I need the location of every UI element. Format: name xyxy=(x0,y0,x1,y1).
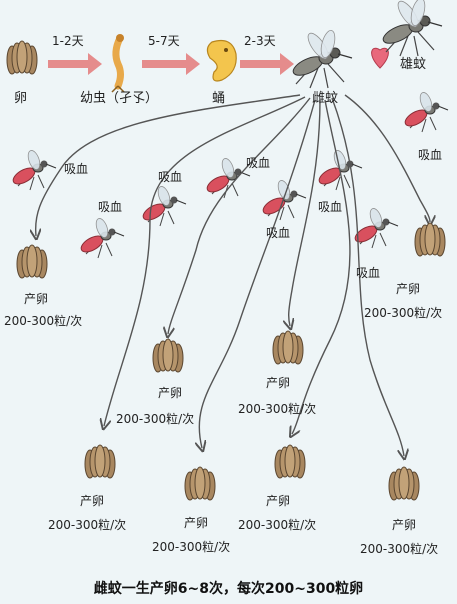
label-per-batch: 200-300粒/次 xyxy=(238,518,317,532)
egg-icon xyxy=(6,40,38,75)
label-lay-eggs: 产卵 xyxy=(24,292,49,306)
label-per-batch: 200-300粒/次 xyxy=(116,412,195,426)
label-lay-eggs: 产卵 xyxy=(396,282,421,296)
label-lay-eggs: 产卵 xyxy=(266,494,291,508)
label-blood-meal: 吸血 xyxy=(318,200,343,214)
label-lay-eggs: 产卵 xyxy=(266,376,291,390)
label-per-batch: 200-300粒/次 xyxy=(152,540,231,554)
label-per-batch: 200-300粒/次 xyxy=(4,314,83,328)
label-lay-eggs: 产卵 xyxy=(184,516,209,530)
egg-cluster-icon xyxy=(388,466,420,501)
label-lay-eggs: 产卵 xyxy=(158,386,183,400)
blood-mosquito-icon xyxy=(140,184,187,227)
blood-mosquito-icon xyxy=(402,90,449,133)
label-blood-meal: 吸血 xyxy=(158,170,183,184)
male-mosquito-icon xyxy=(379,0,443,57)
egg-cluster-icon xyxy=(152,338,184,373)
blood-mosquito-icon xyxy=(352,206,399,249)
footer-caption: 雌蚊一生产卵6~8次，每次200~300粒卵 xyxy=(93,581,364,597)
lifecycle-arrows xyxy=(36,94,430,456)
label-lay-eggs: 产卵 xyxy=(392,518,417,532)
label-blood-meal: 吸血 xyxy=(246,156,271,170)
egg-cluster-icon xyxy=(84,444,116,479)
label-blood-meal: 吸血 xyxy=(98,200,123,214)
label-duration-egg: 1-2天 xyxy=(52,34,84,48)
label-larva: 幼虫（孑孓） xyxy=(80,91,159,106)
label-blood-meal: 吸血 xyxy=(356,266,381,280)
arrow-pupa-to-adult xyxy=(240,53,294,75)
label-egg: 卵 xyxy=(14,91,28,106)
egg-cluster-icon xyxy=(184,466,216,501)
blood-mosquito-icon xyxy=(78,216,125,259)
label-pupa: 蛹 xyxy=(212,91,226,106)
label-duration-larva: 5-7天 xyxy=(148,34,180,48)
blood-mosquito-icon xyxy=(10,148,57,191)
label-per-batch: 200-300粒/次 xyxy=(360,542,439,556)
egg-cluster-icon xyxy=(272,330,304,365)
label-per-batch: 200-300粒/次 xyxy=(364,306,443,320)
egg-cluster-icon xyxy=(414,222,446,257)
label-male: 雄蚊 xyxy=(400,57,427,72)
label-duration-pupa: 2-3天 xyxy=(244,34,276,48)
label-female: 雌蚊 xyxy=(312,91,339,106)
label-lay-eggs: 产卵 xyxy=(80,494,105,508)
heart-icon xyxy=(371,47,389,69)
female-mosquito-icon xyxy=(289,28,353,89)
arrow-egg-to-larva xyxy=(48,53,102,75)
blood-mosquito-icon xyxy=(204,156,251,199)
label-per-batch: 200-300粒/次 xyxy=(238,402,317,416)
label-blood-meal: 吸血 xyxy=(418,148,443,162)
egg-cluster-icon xyxy=(16,244,48,279)
label-per-batch: 200-300粒/次 xyxy=(48,518,127,532)
larva-icon xyxy=(111,34,125,93)
arrow-larva-to-pupa xyxy=(142,53,200,75)
label-blood-meal: 吸血 xyxy=(266,226,291,240)
label-blood-meal: 吸血 xyxy=(64,162,89,176)
pupa-icon xyxy=(206,39,237,82)
egg-cluster-icon xyxy=(274,444,306,479)
